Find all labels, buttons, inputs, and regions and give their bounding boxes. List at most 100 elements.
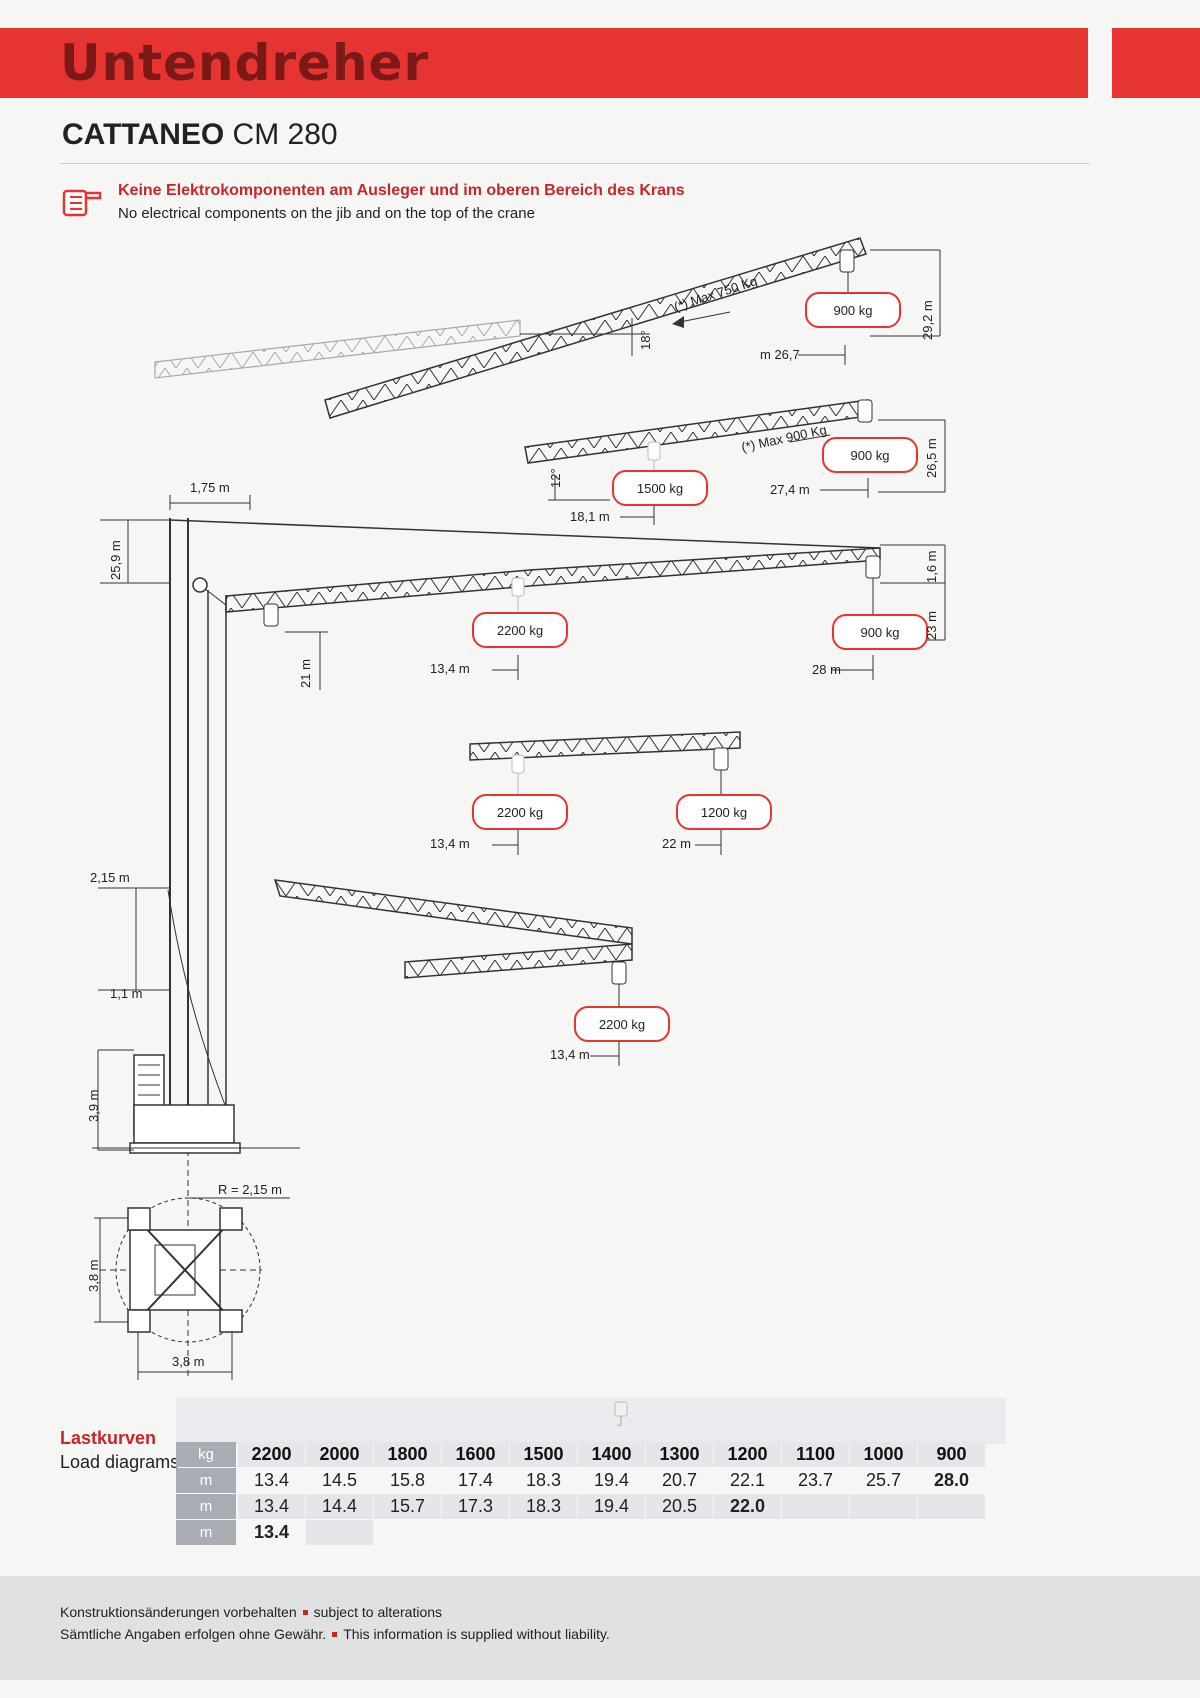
config-3-hook-height: 21 m [298, 659, 313, 688]
config-2-angle: 12° [548, 468, 563, 488]
config-4-jib [469, 731, 741, 855]
load-cell: 900 [918, 1442, 985, 1467]
config-5-load: 2200 kg [574, 1006, 670, 1042]
load-cell: 2200 [238, 1442, 305, 1467]
radius-cell: 20.7 [661, 1470, 698, 1490]
footer-line-1-en: subject to alterations [313, 1604, 443, 1620]
config-3-tip-radius: 28 m [812, 662, 841, 677]
hook-icon [614, 1401, 628, 1427]
config-1-folded-jib [154, 319, 521, 379]
radius-cell: 28.0 [933, 1470, 970, 1490]
base-ballast-height: 3,9 m [86, 1089, 101, 1122]
base-slew-radius: R = 2,15 m [218, 1182, 282, 1197]
notice-text-en: No electrical components on the jib and … [118, 205, 535, 222]
unit-cell: kg [176, 1442, 236, 1467]
radius-cell: 17.4 [457, 1470, 494, 1490]
radius-cell: 20.5 [646, 1494, 713, 1519]
config-2-jib [524, 399, 946, 525]
base-support-width: 3,8 m [172, 1354, 205, 1369]
footer-line-2-en: This information is supplied without lia… [343, 1626, 610, 1642]
config-3-mid-load: 2200 kg [472, 612, 568, 648]
config-3-crane [100, 495, 946, 1380]
config-1-jib [324, 237, 941, 419]
radius-cell: 25.7 [865, 1470, 902, 1490]
page-title: Untendreher [60, 34, 430, 92]
table-row-radius-1: m 13.4 14.5 15.8 17.4 18.3 19.4 20.7 22.… [176, 1468, 986, 1493]
load-diagram-title: Lastkurven [60, 1428, 157, 1448]
base-support-depth: 3,8 m [86, 1259, 101, 1292]
config-4-mid-load: 2200 kg [472, 794, 568, 830]
load-diagram-band [176, 1398, 1006, 1444]
config-4-tip-load: 1200 kg [676, 794, 772, 830]
load-cell: 1000 [850, 1442, 917, 1467]
crane-drawing [92, 237, 946, 1380]
header-banner [0, 28, 1088, 98]
unit-cell: m [176, 1520, 236, 1545]
radius-cell: 19.4 [593, 1470, 630, 1490]
table-row-radius-2: m 13.4 14.4 15.7 17.3 18.3 19.4 20.5 22.… [176, 1494, 986, 1519]
config-2-tip-radius: 27,4 m [770, 482, 810, 497]
config-1-tip-radius: m 26,7 [760, 347, 800, 362]
load-cell: 2000 [306, 1442, 373, 1467]
load-diagram-subtitle: Load diagrams [60, 1452, 180, 1472]
config-3-tip-load: 900 kg [832, 614, 928, 650]
config-1-angle: 18° [638, 330, 653, 350]
load-cell: 1800 [374, 1442, 441, 1467]
radius-cell: 13.4 [238, 1494, 305, 1519]
config-3-tip-height: 23 m [924, 611, 939, 640]
radius-cell [714, 1520, 781, 1545]
config-2-height: 26,5 m [924, 438, 939, 478]
config-3-top-offset: 1,75 m [190, 480, 230, 495]
radius-cell [646, 1520, 713, 1545]
pointing-hand-icon [62, 189, 102, 217]
radius-cell [578, 1520, 645, 1545]
config-5-radius: 13,4 m [550, 1047, 590, 1062]
footer-line-2-de: Sämtliche Angaben erfolgen ohne Gewähr. [60, 1626, 327, 1642]
bullet-icon [302, 1609, 308, 1615]
radius-cell [918, 1520, 985, 1545]
load-cell: 1600 [442, 1442, 509, 1467]
radius-cell: 13.4 [253, 1470, 290, 1490]
footer-band [0, 1576, 1200, 1680]
radius-cell [850, 1520, 917, 1545]
config-5-folded [273, 879, 633, 1066]
base-tail: 2,15 m [90, 870, 130, 885]
config-2-mid-load: 1500 kg [612, 470, 708, 506]
load-diagram-table: kg 2200 2000 1800 1600 1500 1400 1300 12… [176, 1442, 986, 1546]
model-title: CATTANEO CM 280 [62, 118, 338, 152]
footer-line-2: Sämtliche Angaben erfolgen ohne Gewähr. T… [60, 1626, 610, 1642]
crane-base [92, 887, 300, 1380]
brand-name: CATTANEO [62, 118, 225, 151]
load-cell: 1300 [646, 1442, 713, 1467]
table-row-radius-3: m 13.4 [176, 1520, 986, 1545]
footer-line-1: Konstruktionsänderungen vorbehalten subje… [60, 1604, 442, 1620]
load-cell: 1200 [714, 1442, 781, 1467]
radius-cell: 18.3 [525, 1470, 562, 1490]
config-3-mid-radius: 13,4 m [430, 661, 470, 676]
config-1-height: 29,2 m [920, 300, 935, 340]
footer-line-1-de: Konstruktionsänderungen vorbehalten [60, 1604, 297, 1620]
config-4-mid-radius: 13,4 m [430, 836, 470, 851]
bullet-icon [332, 1631, 338, 1637]
radius-cell: 22.0 [714, 1494, 781, 1519]
table-row-loads: kg 2200 2000 1800 1600 1500 1400 1300 12… [176, 1442, 986, 1467]
radius-cell [442, 1520, 509, 1545]
unit-cell: m [176, 1468, 236, 1493]
notice-text-de: Keine Elektrokomponenten am Ausleger und… [118, 182, 685, 199]
radius-cell: 14.5 [321, 1470, 358, 1490]
load-cell: 1500 [510, 1442, 577, 1467]
radius-cell [374, 1520, 441, 1545]
radius-cell: 15.7 [374, 1494, 441, 1519]
radius-cell [782, 1494, 849, 1519]
radius-cell: 18.3 [510, 1494, 577, 1519]
base-offset: 1,1 m [110, 986, 143, 1001]
radius-cell [510, 1520, 577, 1545]
load-cell: 1100 [782, 1442, 849, 1467]
load-cell: 1400 [578, 1442, 645, 1467]
config-3-tip-drop: 1,6 m [924, 550, 939, 583]
radius-cell: 14.4 [306, 1494, 373, 1519]
radius-cell: 19.4 [578, 1494, 645, 1519]
radius-cell: 15.8 [389, 1470, 426, 1490]
radius-cell: 22.1 [729, 1470, 766, 1490]
unit-cell: m [176, 1494, 236, 1519]
